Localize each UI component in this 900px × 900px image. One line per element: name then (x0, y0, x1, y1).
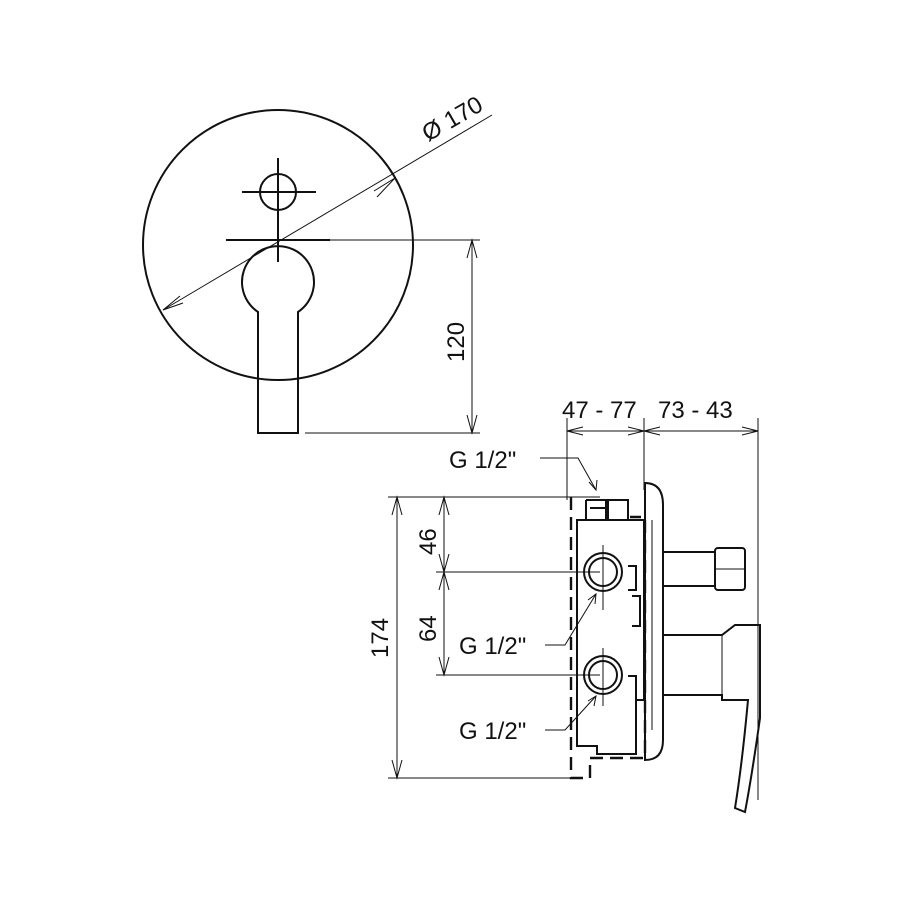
diameter-arrow-right (373, 177, 396, 198)
top-connection-nut (607, 499, 629, 521)
diameter-dimension-line (162, 114, 493, 311)
bottom-connection-leader-arrow (587, 694, 597, 707)
upper-spacing-label: 46 (415, 528, 442, 555)
cover-plate-outline (142, 109, 414, 381)
body-side-lugs (628, 565, 641, 700)
height-arrow-top (466, 238, 478, 259)
lever-handle-side (662, 624, 761, 814)
cover-plate-profile (644, 481, 664, 762)
top-connection-label: G 1/2" (449, 447, 516, 474)
top-connection-leader-arrow (588, 479, 598, 492)
bottom-connection-label: G 1/2" (459, 718, 526, 745)
depth-range-left-label: 47 - 77 (562, 397, 637, 424)
total-height-arrow-top (391, 495, 403, 516)
height-arrow-bottom (466, 414, 478, 435)
total-height-label: 174 (367, 618, 394, 658)
middle-connection-leader (545, 593, 597, 646)
total-height-arrow-bottom (391, 759, 403, 780)
top-connection-leader (540, 457, 597, 491)
side-view: 47 - 77 73 - 43 174 46 64 (367, 397, 761, 814)
diameter-arrow-left (162, 295, 184, 311)
height-label: 120 (443, 322, 470, 362)
lower-spacing-arrow-top (438, 570, 450, 591)
lever-handle-outline (241, 245, 315, 434)
bottom-connection-leader (545, 695, 597, 731)
depth-arrow-1 (566, 426, 584, 436)
top-connection-boss (585, 499, 608, 520)
upper-spacing-arrow-top (438, 495, 450, 516)
middle-connection-leader-arrow (587, 592, 597, 605)
depth-arrow-4 (741, 426, 759, 436)
depth-arrow-3 (643, 426, 661, 436)
lower-spacing-arrow-bottom (438, 656, 450, 677)
diverter-stem (662, 551, 716, 587)
wall-box-dashed-outline (569, 497, 647, 780)
front-view: Ø 170 120 (142, 91, 493, 435)
middle-connection-label: G 1/2" (459, 633, 526, 660)
depth-range-right-label: 73 - 43 (658, 397, 733, 424)
lower-spacing-label: 64 (415, 615, 442, 642)
